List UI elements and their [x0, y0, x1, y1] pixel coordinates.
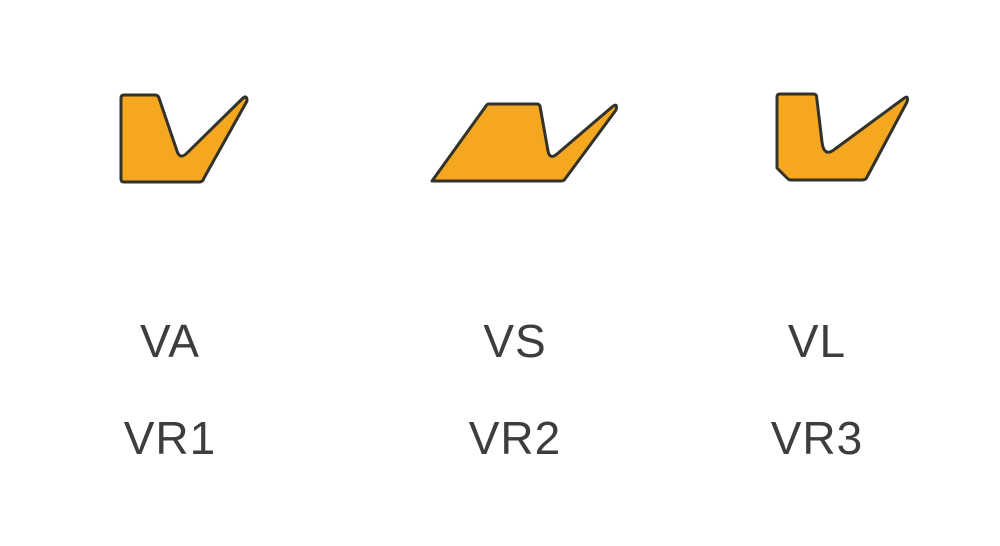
profile-type-label-vs: VS	[483, 315, 547, 367]
profile-ring-label-vr3: VR3	[770, 412, 864, 464]
profile-ring-label-vr1: VR1	[123, 412, 217, 464]
seal-profile-vl-icon	[773, 90, 917, 187]
profile-type-label-va: VA	[140, 315, 200, 367]
profile-type-label-vl: VL	[787, 315, 847, 367]
profile-ring-label-vr2: VR2	[468, 412, 562, 464]
seal-profile-va-icon	[114, 90, 256, 188]
seal-profile-vs-icon	[428, 100, 625, 186]
